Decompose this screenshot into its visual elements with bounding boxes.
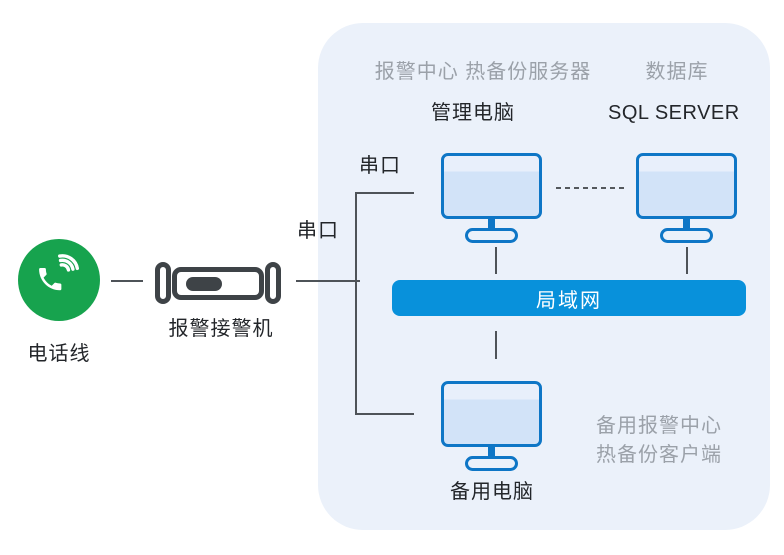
line-lan-to-backup [495, 331, 497, 359]
monitor-screen [441, 153, 542, 219]
monitor-screen [441, 381, 542, 447]
backup-pc-icon [441, 381, 542, 471]
backup-note-line1: 备用报警中心 [596, 415, 722, 437]
lan-bar: 局域网 [392, 280, 746, 316]
phone-call-glyph [39, 254, 80, 291]
sql-server-icon [636, 153, 737, 243]
dashed-link-monitors [556, 187, 624, 189]
sql-server-label: SQL SERVER [608, 102, 740, 124]
receiver-left-cap [155, 262, 171, 304]
alarm-receiver-label: 报警接警机 [168, 318, 274, 340]
monitor-neck [488, 447, 495, 456]
telephone-line-label: 电话线 [27, 343, 91, 365]
backup-note-line2: 热备份客户端 [596, 444, 722, 466]
line-management-to-lan [495, 247, 497, 274]
monitor-base [660, 228, 713, 243]
serial-port-label-inner: 串口 [359, 155, 401, 177]
lan-label: 局域网 [536, 289, 602, 312]
monitor-neck [488, 219, 495, 228]
monitor-base [465, 456, 518, 471]
line-sql-to-lan [686, 247, 688, 274]
serial-port-label-outer: 串口 [297, 220, 339, 242]
serial-branch-bottom [355, 413, 414, 415]
receiver-body [172, 267, 264, 300]
alarm-center-panel [318, 23, 770, 530]
alarm-receiver-icon [152, 259, 284, 307]
line-receiver-to-branch [296, 280, 360, 282]
serial-branch-vertical [355, 192, 357, 415]
monitor-screen [636, 153, 737, 219]
telephone-icon [18, 239, 100, 321]
management-pc-icon [441, 153, 542, 243]
serial-branch-top [355, 192, 414, 194]
management-pc-label: 管理电脑 [431, 102, 515, 124]
backup-note: 备用报警中心 热备份客户端 [596, 412, 722, 470]
header-alarm-center-server: 报警中心 热备份服务器 [374, 61, 592, 83]
header-database: 数据库 [645, 61, 709, 83]
monitor-base [465, 228, 518, 243]
receiver-slot [186, 277, 222, 291]
receiver-right-cap [265, 262, 281, 304]
backup-pc-label: 备用电脑 [450, 481, 534, 503]
monitor-neck [683, 219, 690, 228]
line-phone-to-receiver [111, 280, 143, 282]
